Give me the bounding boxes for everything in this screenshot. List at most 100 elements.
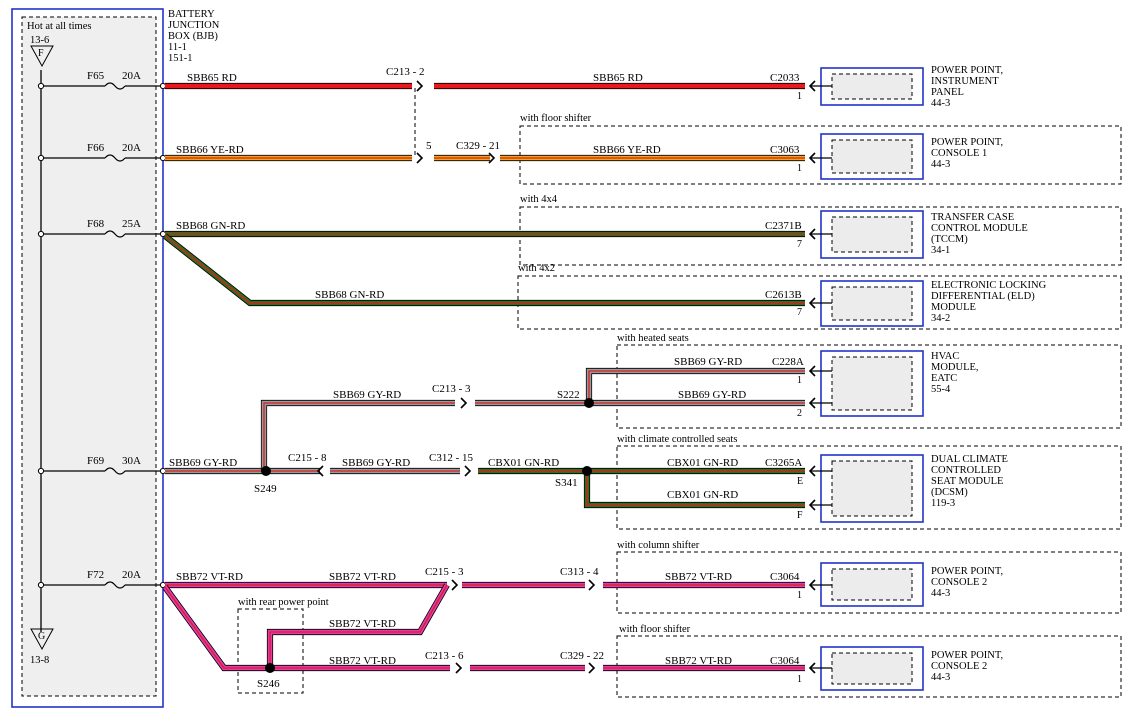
svg-text:POWER POINT,: POWER POINT, xyxy=(931,65,1003,76)
svg-text:5: 5 xyxy=(426,140,432,152)
svg-text:SBB69 GY-RD: SBB69 GY-RD xyxy=(342,457,410,469)
svg-text:SBB65 RD: SBB65 RD xyxy=(187,72,237,84)
svg-text:55-4: 55-4 xyxy=(931,384,951,395)
battery-junction-box: Hot at all times 13-6 F G 13-8 xyxy=(11,8,164,708)
svg-text:F72: F72 xyxy=(87,569,104,581)
svg-text:SBB72 VT-RD: SBB72 VT-RD xyxy=(665,571,732,583)
svg-text:SBB68 GN-RD: SBB68 GN-RD xyxy=(315,289,384,301)
svg-text:C3063: C3063 xyxy=(770,144,800,156)
fuse-f66: F66 20A xyxy=(37,142,167,162)
svg-text:SBB69 GY-RD: SBB69 GY-RD xyxy=(678,389,746,401)
wire-sbb72-e xyxy=(162,585,450,672)
svg-text:(DCSM): (DCSM) xyxy=(931,487,968,498)
connector-c213-2-pin5-arrow xyxy=(416,152,424,164)
svg-text:CBX01 GN-RD: CBX01 GN-RD xyxy=(667,457,738,469)
svg-text:2: 2 xyxy=(797,408,802,419)
svg-text:C313 - 4: C313 - 4 xyxy=(560,566,599,578)
svg-text:20A: 20A xyxy=(122,70,141,82)
svg-text:30A: 30A xyxy=(122,455,141,467)
svg-text:C3265A: C3265A xyxy=(765,457,802,469)
wire-cbx01-b xyxy=(583,471,805,509)
svg-text:119-3: 119-3 xyxy=(931,498,955,509)
svg-text:44-3: 44-3 xyxy=(931,159,950,170)
wires xyxy=(162,82,805,672)
component-module-5 xyxy=(820,350,924,417)
svg-text:C2371B: C2371B xyxy=(765,220,802,232)
svg-text:SBB66 YE-RD: SBB66 YE-RD xyxy=(593,144,661,156)
svg-text:SBB72 VT-RD: SBB72 VT-RD xyxy=(329,655,396,667)
connector-c313-4-arrow xyxy=(588,579,596,591)
svg-text:20A: 20A xyxy=(122,569,141,581)
fuse-f69: F69 30A xyxy=(37,455,167,475)
svg-text:BATTERY: BATTERY xyxy=(168,9,215,20)
bottom-ground-letter: G xyxy=(38,631,45,642)
splice-s341 xyxy=(582,466,592,476)
svg-text:SBB72 VT-RD: SBB72 VT-RD xyxy=(665,655,732,667)
option-column-shifter: with column shifter xyxy=(617,540,700,551)
svg-text:POWER POINT,: POWER POINT, xyxy=(931,566,1003,577)
svg-text:SBB72 VT-RD: SBB72 VT-RD xyxy=(329,571,396,583)
splice-s246 xyxy=(265,663,275,673)
svg-text:34-1: 34-1 xyxy=(931,245,950,256)
svg-text:TRANSFER CASE: TRANSFER CASE xyxy=(931,212,1014,223)
connector-c329-21-arrow xyxy=(488,152,496,164)
svg-text:C213 - 6: C213 - 6 xyxy=(425,650,464,662)
option-climate-seats: with climate controlled seats xyxy=(617,434,737,445)
component-modules xyxy=(810,67,924,691)
splices xyxy=(261,398,594,673)
svg-text:CBX01 GN-RD: CBX01 GN-RD xyxy=(667,489,738,501)
svg-text:SBB68 GN-RD: SBB68 GN-RD xyxy=(176,220,245,232)
top-ground-icon xyxy=(30,45,54,68)
svg-text:SBB72 VT-RD: SBB72 VT-RD xyxy=(176,571,243,583)
svg-text:E: E xyxy=(797,476,803,487)
svg-text:C312 - 15: C312 - 15 xyxy=(429,452,474,464)
connector-c215-3-arrow xyxy=(451,579,459,591)
svg-text:C213 - 2: C213 - 2 xyxy=(386,66,425,78)
svg-text:SBB69 GY-RD: SBB69 GY-RD xyxy=(333,389,401,401)
connector-c213-3-arrow xyxy=(460,397,468,409)
component-module-3 xyxy=(820,210,924,259)
svg-text:HVAC: HVAC xyxy=(931,351,959,362)
bottom-ground-icon xyxy=(30,628,54,651)
component-module-1 xyxy=(820,67,924,106)
component-connector-labels: C2033 1 C3063 1 C2371B 7 C2613B 7 C228A … xyxy=(765,72,804,685)
svg-text:44-3: 44-3 xyxy=(931,98,950,109)
connector-c329-22-arrow xyxy=(588,662,596,674)
svg-text:CONSOLE 2: CONSOLE 2 xyxy=(931,577,987,588)
svg-text:ELECTRONIC LOCKING: ELECTRONIC LOCKING xyxy=(931,280,1047,291)
svg-text:C215 - 3: C215 - 3 xyxy=(425,566,464,578)
svg-text:34-2: 34-2 xyxy=(931,313,950,324)
connector-c213-6-arrow xyxy=(455,662,463,674)
svg-text:F66: F66 xyxy=(87,142,105,154)
option-floor-shifter-2: with floor shifter xyxy=(619,624,691,635)
svg-text:SBB69 GY-RD: SBB69 GY-RD xyxy=(169,457,237,469)
option-rear-power-point: with rear power point xyxy=(238,597,329,608)
svg-text:INSTRUMENT: INSTRUMENT xyxy=(931,76,999,87)
component-module-7 xyxy=(820,562,924,607)
component-module-4 xyxy=(820,280,924,327)
splice-s222-label: S222 xyxy=(557,389,580,401)
svg-text:F68: F68 xyxy=(87,218,105,230)
connector-c312-15-arrow xyxy=(464,465,472,477)
svg-text:C215 - 8: C215 - 8 xyxy=(288,452,327,464)
component-module-8 xyxy=(820,646,924,691)
svg-text:1: 1 xyxy=(797,674,802,685)
svg-text:POWER POINT,: POWER POINT, xyxy=(931,650,1003,661)
svg-text:C329 - 21: C329 - 21 xyxy=(456,140,500,152)
svg-text:C3064: C3064 xyxy=(770,655,800,667)
wire-sbb69-hvac1 xyxy=(585,367,805,403)
svg-text:CONSOLE 1: CONSOLE 1 xyxy=(931,148,987,159)
svg-text:44-3: 44-3 xyxy=(931,672,950,683)
splice-s249 xyxy=(261,466,271,476)
connector-labels: C213 - 2 5 C329 - 21 C213 - 3 C215 - 8 C… xyxy=(288,66,604,662)
splice-s249-label: S249 xyxy=(254,483,277,495)
fuse-f68: F68 25A xyxy=(37,218,167,238)
splice-s341-label: S341 xyxy=(555,477,578,489)
svg-text:1: 1 xyxy=(797,375,802,386)
svg-text:CONSOLE 2: CONSOLE 2 xyxy=(931,661,987,672)
svg-text:11-1: 11-1 xyxy=(168,42,187,53)
top-ground-letter: F xyxy=(38,48,44,59)
svg-text:SBB72 VT-RD: SBB72 VT-RD xyxy=(329,618,396,630)
